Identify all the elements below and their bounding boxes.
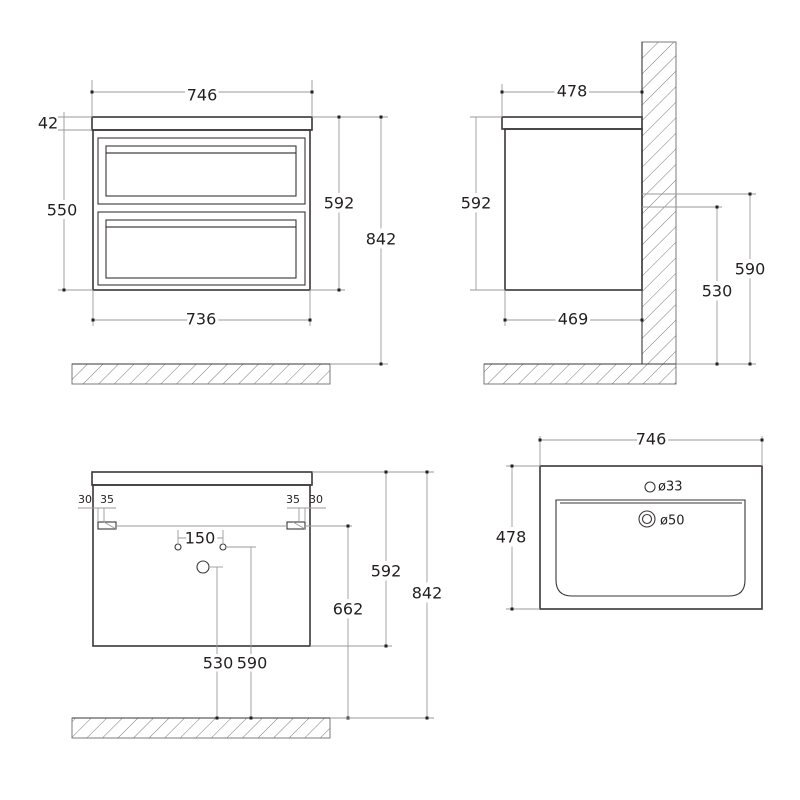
wall-bracket-right bbox=[286, 521, 306, 530]
dim-side-body-height: 592 bbox=[461, 194, 492, 213]
countertop-plan bbox=[539, 465, 763, 610]
basin-outline bbox=[555, 499, 746, 597]
countertop bbox=[91, 116, 313, 131]
floor-hatch bbox=[71, 717, 331, 739]
dim-drain-hole: ø50 bbox=[660, 514, 685, 529]
front-view: 746 42 550 592 842 736 bbox=[38, 80, 400, 385]
cabinet-body bbox=[92, 129, 311, 291]
dim-side-top-depth: 478 bbox=[557, 82, 588, 101]
dim-bracket-right-width: 35 bbox=[286, 493, 300, 506]
drain-outlet bbox=[196, 560, 210, 574]
dim-side-body-depth: 469 bbox=[558, 310, 589, 329]
drawer-lower-handle bbox=[105, 219, 297, 228]
mount-hole-left bbox=[174, 543, 182, 551]
dim-back-body-height: 592 bbox=[371, 562, 402, 581]
dim-drawer-height: 550 bbox=[47, 201, 78, 220]
countertop-back bbox=[91, 471, 313, 486]
dim-bracket-right-offset: 30 bbox=[309, 493, 323, 506]
dim-body-width: 736 bbox=[186, 310, 217, 329]
dim-mount-height: 662 bbox=[333, 600, 364, 619]
side-view: 478 592 469 530 590 bbox=[457, 41, 769, 385]
dim-hole-spacing: 150 bbox=[185, 529, 216, 548]
faucet-hole bbox=[644, 481, 656, 493]
dim-body-height: 592 bbox=[324, 194, 355, 213]
top-view: ø33 ø50 746 478 bbox=[492, 427, 764, 611]
floor-hatch bbox=[71, 363, 331, 385]
back-view: 30 35 35 30 150 530 590 592 bbox=[71, 470, 446, 739]
countertop-side bbox=[501, 116, 643, 130]
drawer-lower-panel bbox=[105, 226, 297, 279]
wall-bracket-left bbox=[97, 521, 117, 530]
dim-back-pipe-high: 590 bbox=[237, 654, 268, 673]
mount-hole-right bbox=[219, 543, 227, 551]
drawer-upper-handle bbox=[105, 145, 297, 154]
dim-side-pipe-high: 590 bbox=[735, 260, 766, 279]
dim-total-height: 842 bbox=[366, 230, 397, 249]
dim-front-width: 746 bbox=[187, 86, 218, 105]
dim-top-thickness: 42 bbox=[38, 114, 58, 133]
dim-top-depth: 478 bbox=[496, 528, 527, 547]
dim-faucet-hole: ø33 bbox=[658, 480, 683, 495]
dim-side-pipe-low: 530 bbox=[702, 282, 733, 301]
dim-back-total-height: 842 bbox=[412, 584, 443, 603]
wall-hatch bbox=[641, 41, 677, 365]
floor-hatch bbox=[483, 363, 677, 385]
drawer-lower bbox=[97, 211, 306, 286]
dim-top-width: 746 bbox=[636, 430, 667, 449]
dim-bracket-left-offset: 30 bbox=[78, 493, 92, 506]
dim-bracket-left-width: 35 bbox=[100, 493, 114, 506]
cabinet-body-back bbox=[92, 484, 311, 647]
cabinet-body-side bbox=[504, 128, 643, 291]
drawer-upper-panel bbox=[105, 152, 297, 197]
drawer-upper bbox=[97, 137, 306, 205]
dim-back-pipe-low: 530 bbox=[203, 654, 234, 673]
drain-hole bbox=[638, 510, 656, 528]
